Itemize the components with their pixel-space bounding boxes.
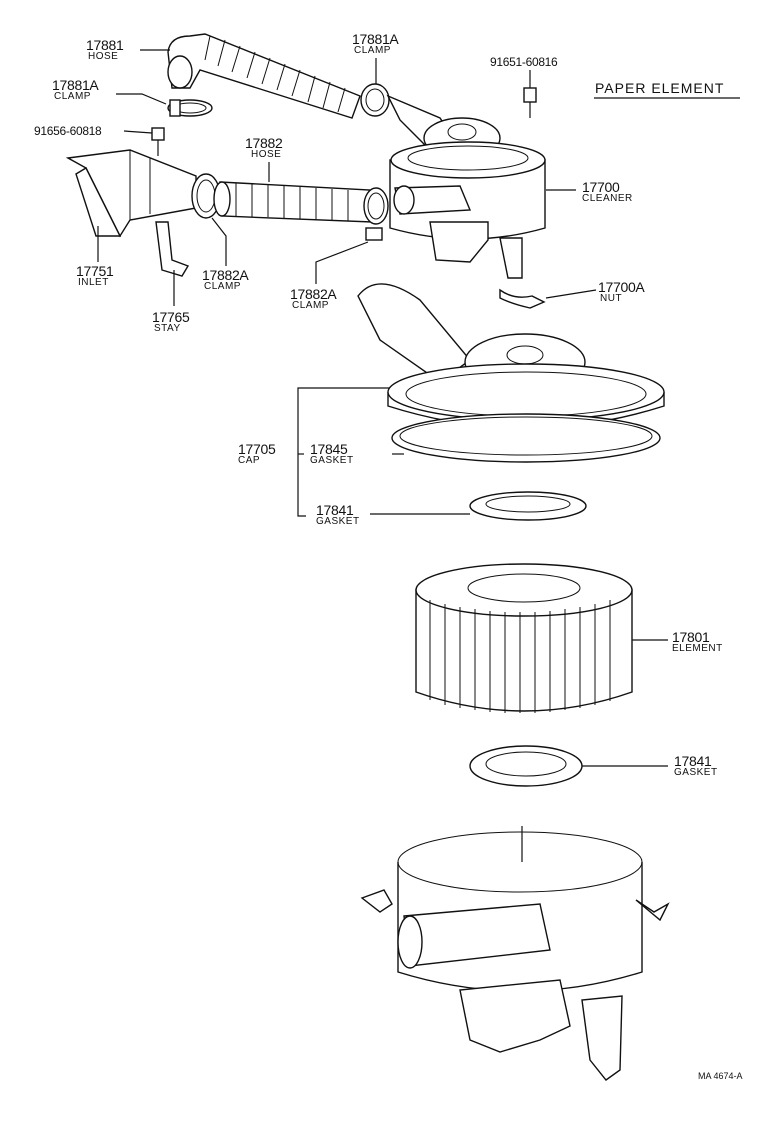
inlet-17751-drawing [65, 149, 197, 238]
part-name: INLET [78, 277, 109, 288]
part-label-17751: 17751 INLET [76, 263, 114, 288]
part-number: 17841 [674, 753, 712, 769]
part-label-17841-upper: 17841 GASKET [316, 503, 360, 527]
element-17801-drawing [415, 563, 633, 713]
hose-17882-drawing [213, 181, 373, 223]
part-label-17700a: 17700A NUT [598, 279, 645, 304]
part-name: CLAMP [292, 300, 329, 311]
part-label-17882a-left: 17882A CLAMP [202, 267, 249, 292]
part-name: CLAMP [354, 45, 391, 56]
part-name: GASKET [310, 455, 354, 466]
part-name: GASKET [316, 516, 360, 527]
part-number: 17882A [290, 286, 337, 302]
part-label-91651-60816: 91651-60816 [490, 55, 558, 69]
part-number: 17705 [238, 441, 276, 457]
part-label-17881: 17881 HOSE [86, 37, 124, 62]
hose-17881-drawing [167, 33, 361, 119]
part-label-91656-60818: 91656-60818 [34, 124, 102, 138]
part-name: HOSE [88, 51, 119, 62]
part-name: NUT [600, 293, 623, 304]
gasket-17841-upper-drawing [469, 491, 587, 521]
part-name: STAY [154, 323, 181, 334]
part-name: ELEMENT [672, 643, 723, 654]
leader-lines [97, 49, 740, 767]
part-label-17881a-top: 17881A CLAMP [352, 31, 399, 56]
bolt-91651-drawing [523, 87, 537, 118]
part-number: 17845 [310, 441, 348, 457]
stay-17765-drawing [155, 221, 190, 277]
part-name: HOSE [251, 149, 282, 160]
drawing-code: MA 4674-A [698, 1071, 743, 1081]
part-number: 91656-60818 [34, 124, 102, 138]
clamp-17881a-left-drawing [167, 99, 213, 117]
part-number: 91651-60816 [490, 55, 558, 69]
part-name: CAP [238, 455, 261, 466]
gasket-17845-drawing [391, 413, 661, 463]
part-number: 17881A [52, 77, 99, 93]
diagram-title: PAPER ELEMENT [595, 80, 725, 96]
part-label-17882: 17882 HOSE [245, 135, 283, 160]
cap-17705-drawing [357, 283, 665, 429]
part-label-17845: 17845 GASKET [310, 442, 354, 466]
part-label-17700: 17700 CLEANER [582, 180, 633, 204]
part-number: 17881 [86, 37, 124, 53]
cleaner-17700-drawing [389, 141, 546, 279]
part-number: 17882A [202, 267, 249, 283]
part-label-17841-lower: 17841 GASKET [674, 754, 718, 778]
part-number: 17841 [316, 502, 354, 518]
part-number: 17881A [352, 31, 399, 47]
part-number: 17700A [598, 279, 645, 295]
clamp-17881a-top-drawing [360, 83, 390, 117]
nut-17700a-drawing [499, 288, 546, 309]
part-name: CLAMP [54, 91, 91, 102]
part-label-17705: 17705 CAP [238, 441, 276, 466]
clamp-17882a-left-drawing [191, 173, 221, 219]
cleaner-case-drawing [360, 826, 670, 1081]
part-number: 17882 [245, 135, 283, 151]
part-name: CLAMP [204, 281, 241, 292]
part-number: 17801 [672, 629, 710, 645]
part-number: 17765 [152, 309, 190, 325]
part-name: CLEANER [582, 193, 633, 204]
part-label-17801: 17801 ELEMENT [672, 630, 723, 654]
bolt-91656-drawing [151, 127, 165, 156]
part-name: GASKET [674, 767, 718, 778]
part-number: 17700 [582, 179, 620, 195]
part-number: 17751 [76, 263, 114, 279]
clamp-17882a-right-drawing [363, 187, 389, 241]
part-label-17882a-right: 17882A CLAMP [290, 286, 337, 311]
part-label-17765: 17765 STAY [152, 309, 190, 334]
part-label-17881a-left: 17881A CLAMP [52, 77, 99, 102]
gasket-17841-lower-drawing [469, 745, 583, 787]
